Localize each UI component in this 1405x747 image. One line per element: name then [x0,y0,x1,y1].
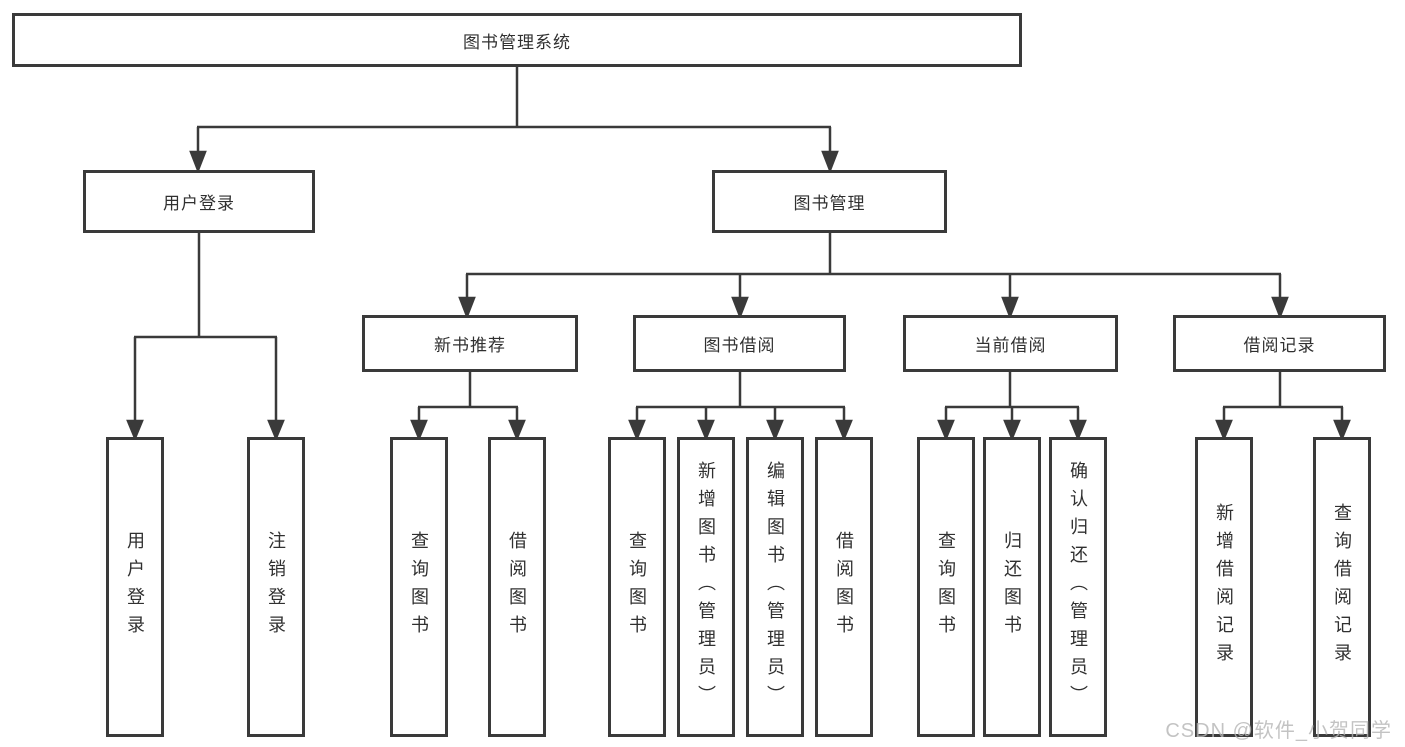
node-book-management: 图书管理 [712,170,947,233]
leaf-add-books-admin-label: 新增图书（管理员） [696,461,716,713]
node-borrow-records-label: 借阅记录 [1243,336,1316,355]
leaf-add-borrow-record-label: 新增借阅记录 [1214,503,1234,671]
leaf-query-borrow-record: 查询借阅记录 [1313,437,1371,737]
arrowhead [1003,419,1021,442]
leaf-user-login-label: 用户登录 [125,531,145,643]
leaf-add-borrow-record: 新增借阅记录 [1195,437,1253,737]
node-current-borrow-label: 当前借阅 [974,336,1047,355]
node-new-book-recommend: 新书推荐 [362,315,578,372]
leaf-query-books-recommend-label: 查询图书 [409,531,429,643]
leaf-logout-label: 注销登录 [266,531,286,643]
arrowhead [937,419,955,442]
arrowhead [1271,296,1289,320]
leaf-add-books-admin: 新增图书（管理员） [677,437,735,737]
node-current-borrow: 当前借阅 [903,315,1118,372]
arrowhead [1069,419,1087,442]
arrowhead [821,150,839,174]
arrowhead [189,150,207,174]
node-borrow-records: 借阅记录 [1173,315,1386,372]
leaf-confirm-return-admin: 确认归还（管理员） [1049,437,1107,737]
arrowhead [126,419,144,442]
leaf-return-books-label: 归还图书 [1002,531,1022,643]
node-user-login: 用户登录 [83,170,315,233]
node-book-borrow-label: 图书借阅 [703,336,776,355]
leaf-borrow-books-recommend: 借阅图书 [488,437,546,737]
arrowhead [766,419,784,442]
csdn-watermark: CSDN @软件_小贺同学 [1165,720,1392,742]
leaf-query-books-borrow-label: 查询图书 [627,531,647,643]
leaf-borrow-books-label: 借阅图书 [834,531,854,643]
arrowhead [1333,419,1351,442]
node-book-borrow: 图书借阅 [633,315,846,372]
leaf-edit-books-admin: 编辑图书（管理员） [746,437,804,737]
leaf-borrow-books: 借阅图书 [815,437,873,737]
arrowhead [835,419,853,442]
leaf-query-borrow-record-label: 查询借阅记录 [1332,503,1352,671]
arrowhead [410,419,428,442]
leaf-borrow-books-recommend-label: 借阅图书 [507,531,527,643]
arrowhead [731,296,749,320]
leaf-edit-books-admin-label: 编辑图书（管理员） [765,461,785,713]
node-root: 图书管理系统 [12,13,1022,67]
leaf-query-books-current-label: 查询图书 [936,531,956,643]
arrowhead [458,296,476,320]
leaf-confirm-return-admin-label: 确认归还（管理员） [1068,461,1088,713]
leaf-query-books-borrow: 查询图书 [608,437,666,737]
leaf-query-books-current: 查询图书 [917,437,975,737]
arrowhead [1001,296,1019,320]
leaf-query-books-recommend: 查询图书 [390,437,448,737]
leaf-user-login: 用户登录 [106,437,164,737]
arrowhead [267,419,285,442]
leaf-return-books: 归还图书 [983,437,1041,737]
arrowhead [628,419,646,442]
node-new-book-recommend-label: 新书推荐 [434,336,506,355]
arrowhead [508,419,526,442]
leaf-logout: 注销登录 [247,437,305,737]
node-book-management-label: 图书管理 [793,194,866,213]
arrowhead [1215,419,1233,442]
arrowhead [697,419,715,442]
node-user-login-label: 用户登录 [163,194,235,213]
node-root-label: 图书管理系统 [463,32,571,52]
